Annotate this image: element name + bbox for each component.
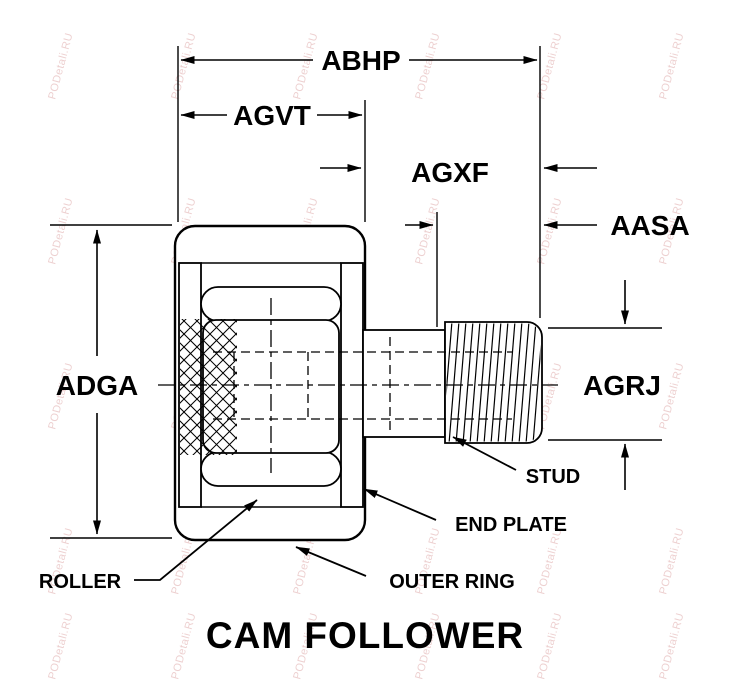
hatch-line <box>180 332 237 391</box>
hatch-line <box>180 407 228 455</box>
watermark-text: PODetali.RU <box>413 197 442 266</box>
watermark-text: PODetali.RU <box>657 527 686 596</box>
thread-hatch-line <box>446 323 453 442</box>
part-label-outer-ring: OUTER RING <box>389 571 515 593</box>
hatch-line <box>180 433 202 455</box>
hatch-line <box>180 319 213 352</box>
hatch-line <box>180 420 215 455</box>
dimension-label-abhp: ABHP <box>321 45 400 76</box>
part-label-roller: ROLLER <box>39 571 122 593</box>
thread-hatch-line <box>532 323 541 442</box>
thread-hatch-line <box>497 323 509 442</box>
hatch-line <box>180 319 200 339</box>
watermark-text: PODetali.RU <box>657 362 686 431</box>
thread-hatch-line <box>511 323 523 442</box>
dimensions: ABHP AGVT AGXF AASA ADGA AGRJ <box>50 45 690 539</box>
part-label-stud: STUD <box>526 466 580 488</box>
dimension-label-adga: ADGA <box>56 370 138 401</box>
flange-section-hatch <box>180 319 237 455</box>
thread-hatch-line <box>504 323 516 442</box>
thread-hatch-line <box>462 323 474 442</box>
hatch-line <box>180 329 237 388</box>
hatch-line <box>192 410 237 455</box>
watermark-text: PODetali.RU <box>657 612 686 681</box>
watermark-text: PODetali.RU <box>291 32 320 101</box>
hatch-line <box>194 319 237 362</box>
thread-hatch-line <box>476 323 488 442</box>
dimension-label-agrj: AGRJ <box>583 370 661 401</box>
hatch-line <box>181 319 237 375</box>
hatch-line <box>180 355 237 414</box>
bearing-drawing <box>158 224 558 542</box>
hatch-line <box>180 397 237 455</box>
stud-thread-hatch <box>446 323 541 442</box>
stud-shank-shape <box>362 329 446 438</box>
thread-hatch-line <box>525 323 537 442</box>
hatch-line <box>180 342 237 401</box>
hatch-line <box>180 381 237 440</box>
roller-leader-arrow <box>134 499 258 581</box>
watermark-text: PODetali.RU <box>46 197 75 266</box>
part-label-end-plate: END PLATE <box>455 514 567 536</box>
dimension-label-aasa: AASA <box>610 210 689 241</box>
stud-leader-arrow <box>452 436 517 471</box>
outer-ring-leader-arrow <box>295 546 367 577</box>
thread-hatch-line <box>469 323 481 442</box>
hatch-line <box>180 319 237 378</box>
watermark-text: PODetali.RU <box>535 527 564 596</box>
end-plate-leader-arrow <box>363 488 437 521</box>
hatch-line <box>205 423 237 455</box>
hatch-line <box>207 319 237 349</box>
thread-hatch-line <box>518 323 530 442</box>
diagram-title: CAM FOLLOWER <box>206 615 524 656</box>
dimension-label-agvt: AGVT <box>233 100 311 131</box>
watermark-text: PODetali.RU <box>413 32 442 101</box>
hatch-line <box>180 394 237 453</box>
dimension-label-agxf: AGXF <box>411 157 489 188</box>
watermark-text: PODetali.RU <box>46 612 75 681</box>
watermark-text: PODetali.RU <box>169 612 198 681</box>
watermark-text: PODetali.RU <box>169 32 198 101</box>
hatch-line <box>218 436 237 455</box>
thread-hatch-line <box>455 323 467 442</box>
watermark-text: PODetali.RU <box>657 32 686 101</box>
thread-hatch-line <box>483 323 495 442</box>
hatch-line <box>180 368 237 427</box>
watermark-text: PODetali.RU <box>535 612 564 681</box>
watermark-text: PODetali.RU <box>46 32 75 101</box>
hatch-line <box>180 446 189 455</box>
callouts: STUD END PLATE ROLLER OUTER RING <box>39 436 580 593</box>
thread-hatch-line <box>490 323 502 442</box>
thread-hatch-line <box>448 323 460 442</box>
hatch-line <box>180 319 226 365</box>
